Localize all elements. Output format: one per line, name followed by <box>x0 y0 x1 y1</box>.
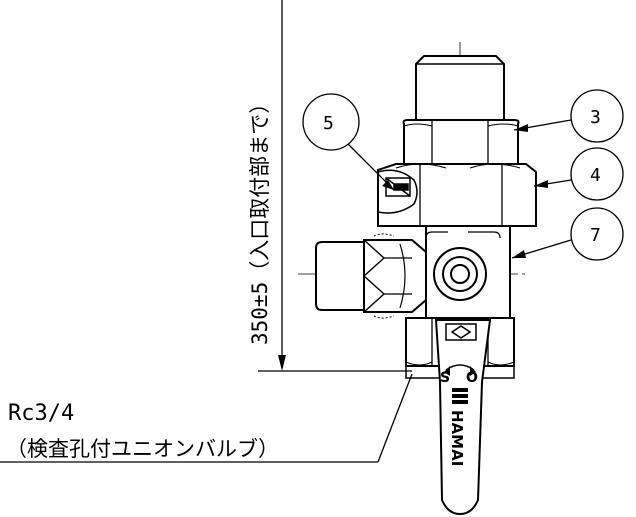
dimension-line <box>258 0 412 372</box>
valve-handle <box>434 319 492 516</box>
balloon-3: 3 <box>513 89 624 143</box>
top-nipple <box>415 55 505 121</box>
callout-leader <box>0 373 413 463</box>
left-hex-nut <box>315 233 427 319</box>
handle-mark-o: O <box>466 370 478 386</box>
svg-text:7: 7 <box>590 225 601 246</box>
handle-brand: HAMAI <box>448 410 466 466</box>
balloon-7: 7 <box>511 207 624 261</box>
side-port <box>433 247 487 301</box>
balloon-5: 5 <box>302 93 395 191</box>
dimension-label: 350±5（入口取付部まで） <box>248 93 272 345</box>
handle-mark-s: S <box>440 370 450 386</box>
callout-line2: （検査孔付ユニオンバルブ） <box>6 437 279 461</box>
union-nut <box>377 163 537 227</box>
svg-text:5: 5 <box>323 113 334 134</box>
brand-logo <box>452 388 468 404</box>
svg-text:4: 4 <box>590 165 601 186</box>
upper-hex-nut <box>402 119 520 165</box>
svg-text:3: 3 <box>590 107 601 128</box>
callout-line1: Rc3/4 <box>8 401 74 426</box>
balloon-4: 4 <box>533 147 624 201</box>
